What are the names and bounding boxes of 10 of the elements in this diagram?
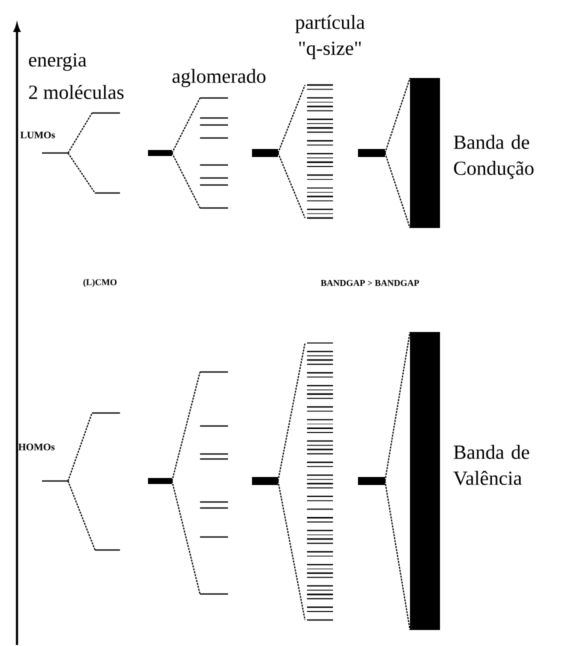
band-label: Banda de Valência	[453, 444, 530, 486]
level-label: HOMOs	[18, 444, 55, 450]
band-label: Banda de Condução	[454, 134, 534, 180]
gap-label: BANDGAP > BANDGAP	[320, 280, 420, 286]
axis-label: energia	[28, 53, 86, 71]
column-label: aglomerado	[172, 68, 266, 88]
column-label: partícula "q-size"	[295, 14, 365, 60]
level-label: LUMOs	[20, 132, 55, 138]
column-label: 2 moléculas	[29, 84, 124, 100]
gap-label: (L)CMO	[83, 278, 117, 288]
